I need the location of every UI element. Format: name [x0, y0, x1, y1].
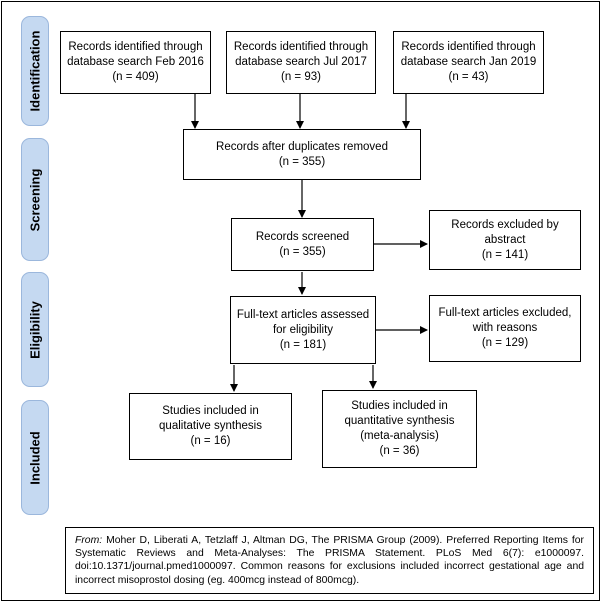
- box-fulltext-assessed-line1: Full-text articles assessed: [236, 308, 370, 321]
- box-quantitative-synthesis: Studies included in quantitative synthes…: [322, 390, 477, 468]
- box-qualitative-count: (n = 16): [190, 435, 231, 447]
- box-search-jul2017-count: (n = 93): [281, 71, 321, 83]
- box-qualitative-line2: qualitative synthesis: [159, 420, 262, 432]
- box-search-jan2019: Records identified through database sear…: [393, 31, 544, 94]
- stage-identification: Identification: [21, 16, 49, 126]
- citation-text: Moher D, Liberati A, Tetzlaff J, Altman …: [75, 535, 584, 586]
- box-qualitative-line1: Studies included in: [162, 405, 259, 417]
- box-quantitative-line1: Studies included in: [351, 400, 448, 412]
- box-fulltext-assessed-line2: for eligibility: [272, 323, 334, 336]
- stage-screening: Screening: [21, 138, 49, 261]
- box-excluded-abstract-line2: abstract: [484, 233, 526, 246]
- box-search-feb2016-line1: Records identified through: [68, 41, 203, 53]
- box-qualitative-synthesis: Studies included in qualitative synthesi…: [129, 393, 292, 460]
- box-search-feb2016: Records identified through database sear…: [60, 31, 211, 94]
- box-fulltext-excluded: Full-text articles excluded, with reason…: [429, 295, 581, 362]
- box-records-screened-count: (n = 355): [279, 245, 326, 258]
- box-search-jan2019-count: (n = 43): [448, 71, 489, 83]
- box-excluded-abstract-count: (n = 141): [481, 248, 529, 261]
- box-excluded-abstract: Records excluded by abstract (n = 141): [429, 210, 581, 270]
- box-fulltext-assessed: Full-text articles assessed for eligibil…: [230, 296, 376, 364]
- stage-included: Included: [21, 400, 49, 515]
- box-duplicates-removed: Records after duplicates removed (n = 35…: [183, 129, 421, 180]
- box-records-screened-line1: Records screened: [255, 230, 350, 243]
- box-records-screened: Records screened (n = 355): [231, 218, 374, 271]
- box-search-jul2017: Records identified through database sear…: [226, 31, 376, 94]
- box-search-feb2016-count: (n = 409): [112, 71, 159, 83]
- stage-eligibility: Eligibility: [21, 272, 49, 387]
- box-quantitative-line3: (meta-analysis): [360, 430, 439, 442]
- box-search-jan2019-line2: database search Jan 2019: [400, 56, 537, 68]
- box-search-jul2017-line1: Records identified through: [233, 41, 369, 53]
- box-fulltext-excluded-count: (n = 129): [481, 337, 529, 349]
- box-duplicates-removed-count: (n = 355): [278, 155, 326, 168]
- box-quantitative-line2: quantitative synthesis: [344, 415, 455, 427]
- box-quantitative-count: (n = 36): [379, 445, 420, 457]
- box-excluded-abstract-line1: Records excluded by: [451, 218, 559, 231]
- box-fulltext-assessed-count: (n = 181): [279, 338, 327, 351]
- box-fulltext-excluded-line1: Full-text articles excluded,: [438, 307, 572, 319]
- box-search-feb2016-line2: database search Feb 2016: [67, 56, 204, 68]
- citation-from-label: From:: [75, 535, 103, 546]
- box-search-jan2019-line1: Records identified through: [401, 41, 536, 53]
- citation-box: From: Moher D, Liberati A, Tetzlaff J, A…: [65, 527, 594, 594]
- box-search-jul2017-line2: database search Jul 2017: [235, 56, 367, 68]
- box-duplicates-removed-line1: Records after duplicates removed: [216, 140, 388, 153]
- box-fulltext-excluded-line2: with reasons: [472, 322, 538, 334]
